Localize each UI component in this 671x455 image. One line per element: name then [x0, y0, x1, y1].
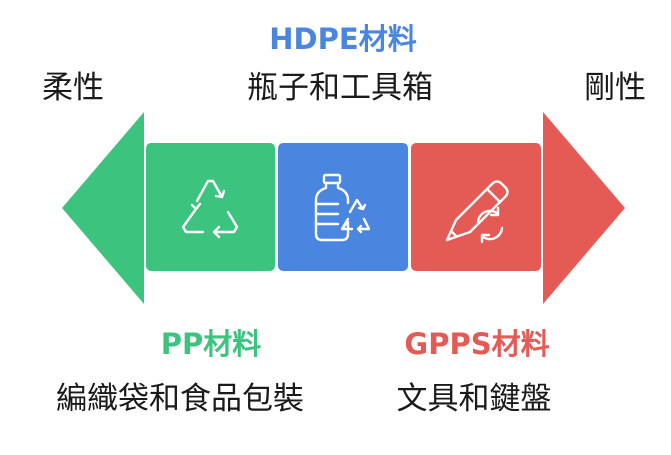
bottle-recycle-icon	[314, 173, 371, 242]
pencil-recycle-icon	[445, 180, 509, 244]
rigid-label: 剛性	[584, 70, 646, 106]
pp-box	[146, 143, 275, 271]
hdpe-description: 瓶子和工具箱	[247, 70, 433, 106]
right-arrow	[543, 112, 625, 304]
recycle-icon	[181, 179, 239, 239]
flexible-label: 柔性	[42, 70, 104, 106]
gpps-box	[411, 143, 541, 271]
gpps-title: GPPS材料	[404, 327, 550, 361]
pp-title: PP材料	[160, 327, 262, 361]
hdpe-box	[278, 143, 408, 271]
hdpe-title: HDPE材料	[269, 22, 417, 56]
gpps-description: 文具和鍵盤	[396, 381, 552, 417]
left-arrow	[62, 112, 144, 304]
pp-description: 編織袋和食品包裝	[56, 381, 304, 417]
